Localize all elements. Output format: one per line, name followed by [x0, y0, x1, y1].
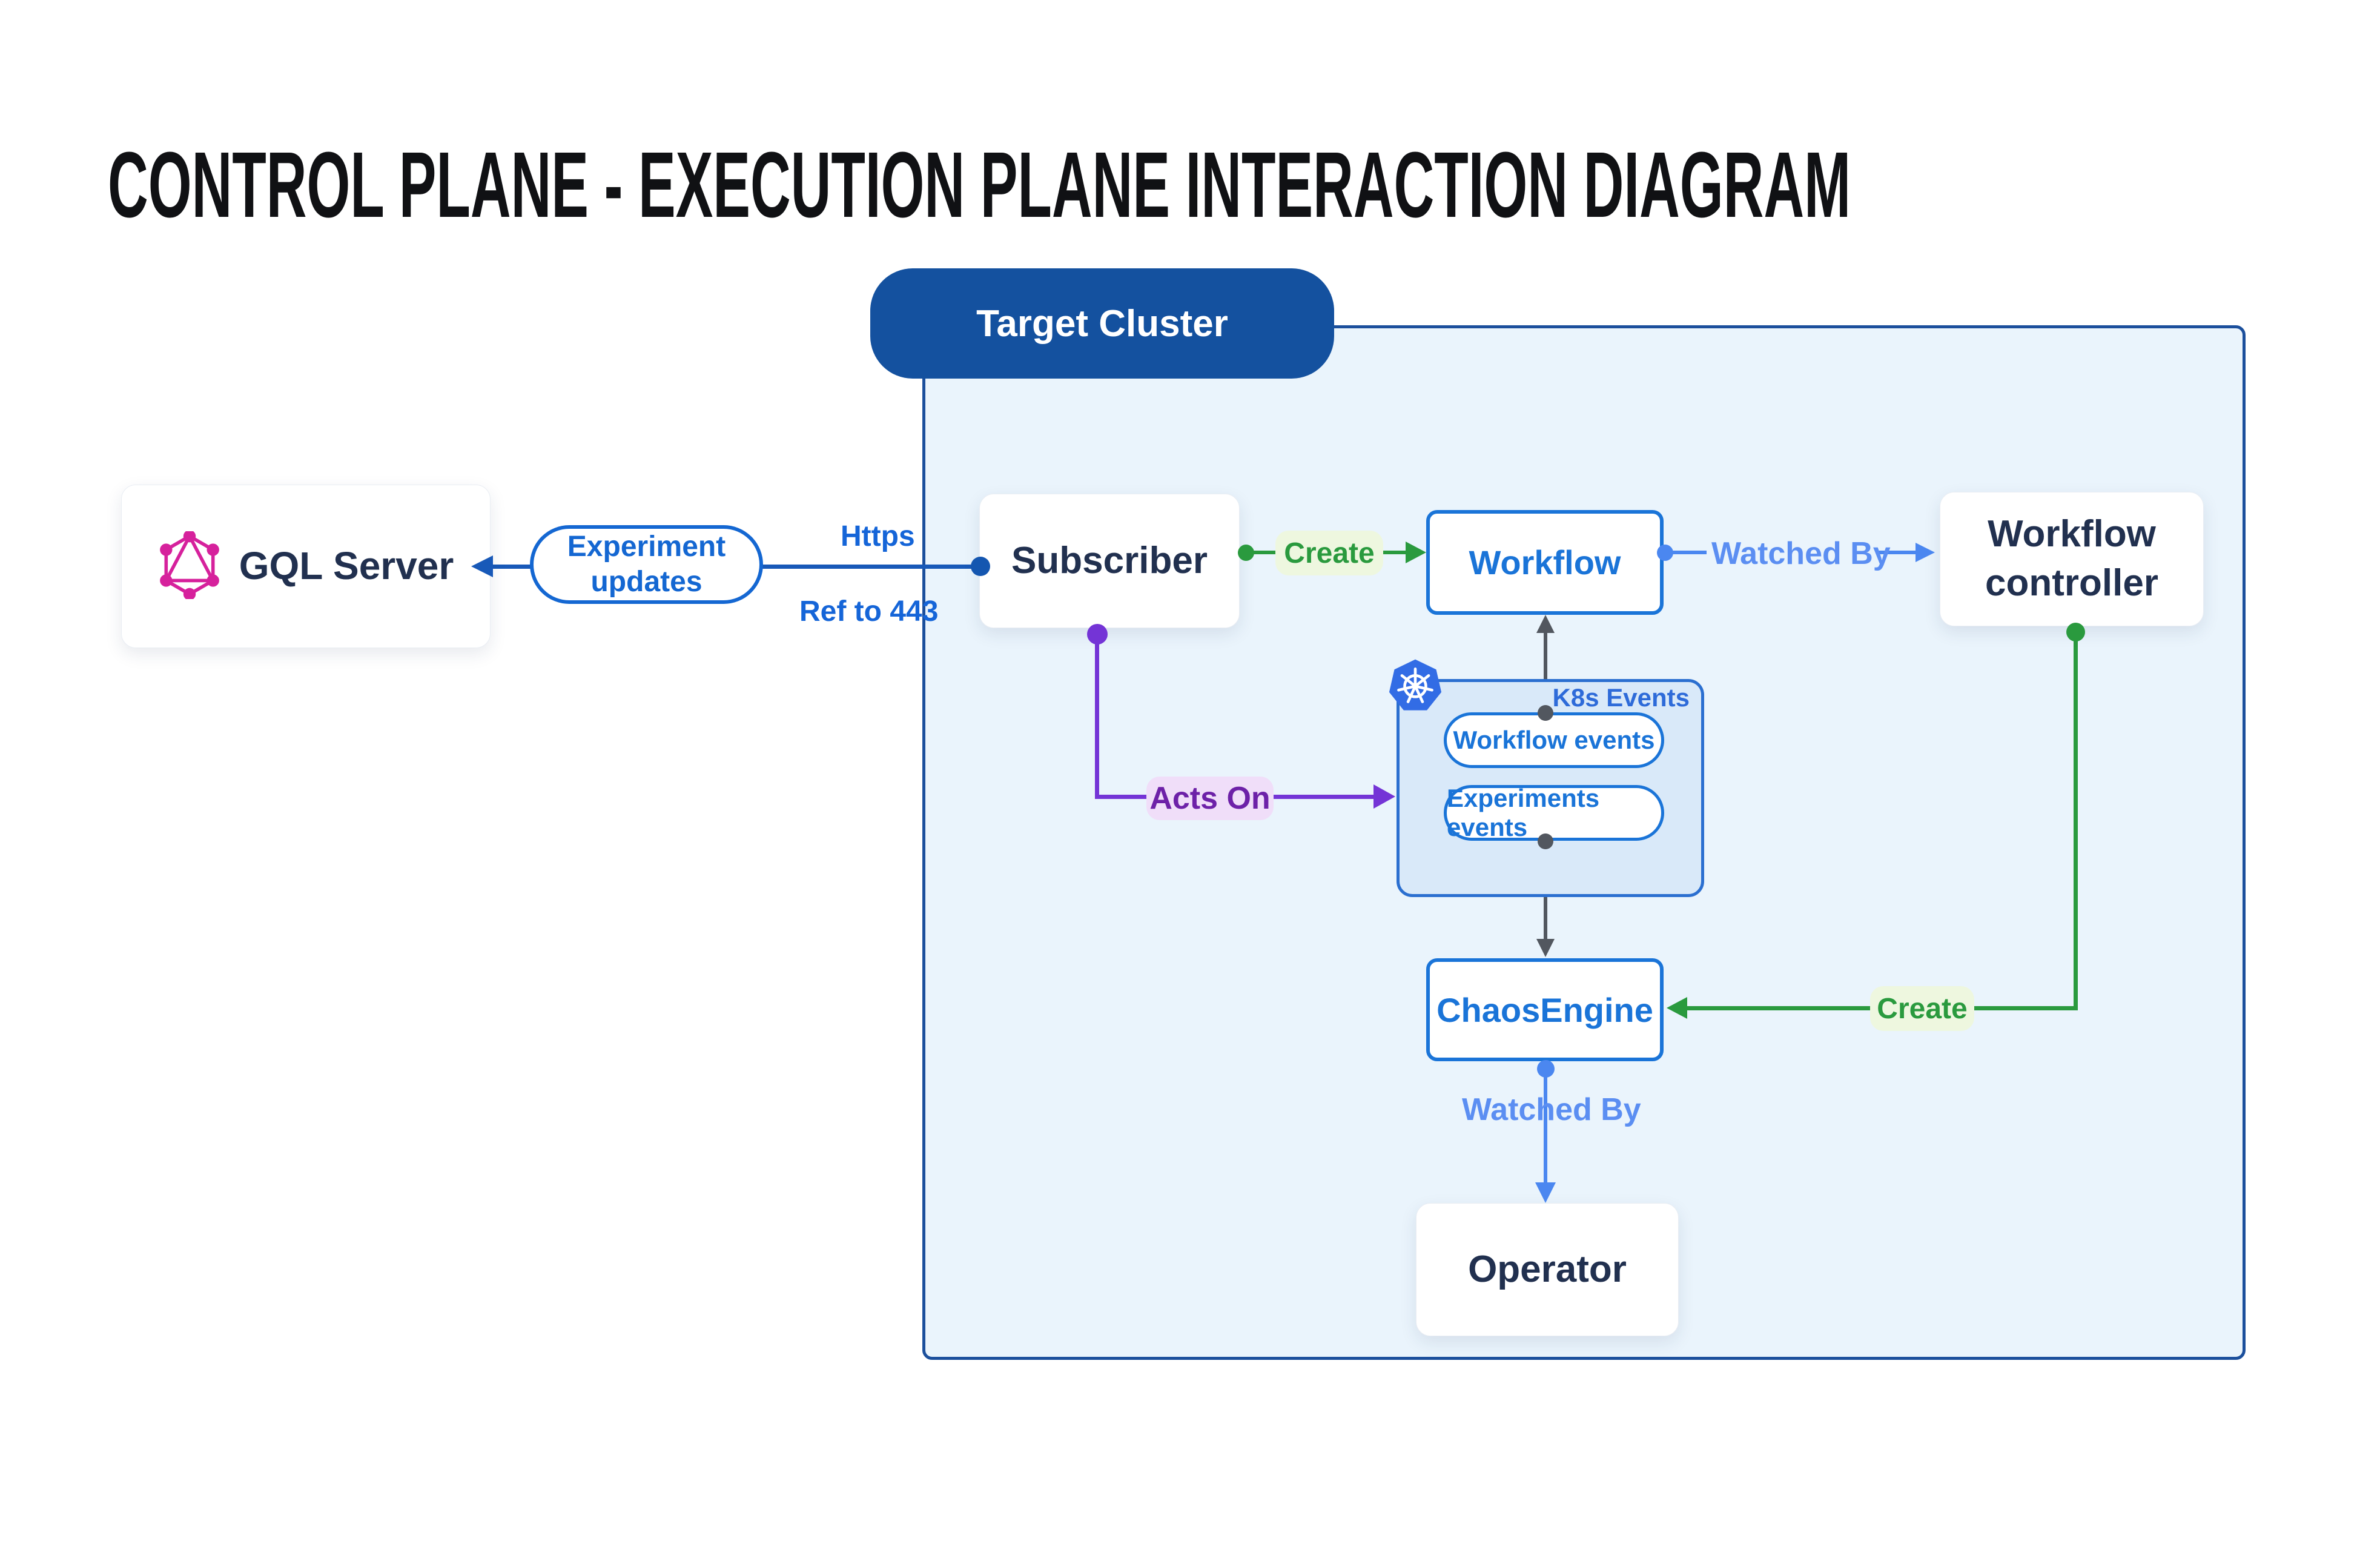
dot-create2-origin — [2066, 623, 2085, 641]
watchedby-operator-label: Watched By — [1462, 1092, 1641, 1127]
graphql-icon — [158, 529, 221, 602]
dot-experiments-events-bottom — [1538, 833, 1553, 849]
workflow-controller-line1: Workflow — [1988, 513, 2156, 555]
create-workflow-label: Create — [1275, 531, 1383, 575]
create-chaosengine-label: Create — [1870, 986, 1974, 1031]
ref-443-label: Ref to 443 — [799, 595, 939, 628]
arrow-to-gql-server — [471, 555, 493, 577]
target-cluster-label-pill: Target Cluster — [870, 268, 1334, 379]
edge-create2-line-vertical — [2074, 632, 2078, 1010]
arrow-to-workflow — [1406, 542, 1426, 563]
chaos-engine-label: ChaosEngine — [1436, 990, 1653, 1029]
arrow-up-to-workflow — [1536, 615, 1555, 633]
dot-https-origin — [971, 557, 990, 576]
arrow-to-k8s-events — [1373, 784, 1395, 809]
edge-watchedby-line-left — [1671, 551, 1707, 554]
dot-create-origin — [1238, 545, 1254, 561]
acts-on-label: Acts On — [1146, 777, 1274, 820]
kubernetes-icon — [1387, 657, 1444, 716]
experiment-updates-line2: updates — [590, 566, 702, 598]
experiments-events-pill: Experiments events — [1444, 784, 1664, 841]
https-label: Https — [841, 520, 915, 552]
dot-watchedby2-origin — [1537, 1060, 1555, 1078]
dot-workflow-events-top — [1538, 705, 1553, 721]
arrow-to-chaosengine — [1667, 997, 1687, 1019]
arrow-down-to-operator — [1535, 1182, 1556, 1203]
experiment-updates-line1: Experiment — [567, 531, 726, 563]
node-chaos-engine: ChaosEngine — [1426, 958, 1664, 1061]
workflow-label: Workflow — [1469, 543, 1621, 581]
watchedby-workflow-label: Watched By — [1711, 536, 1891, 571]
node-subscriber: Subscriber — [979, 494, 1240, 628]
workflow-events-label: Workflow events — [1453, 726, 1655, 754]
dot-watchedby-origin — [1657, 545, 1673, 561]
target-cluster-label: Target Cluster — [976, 302, 1228, 345]
k8s-events-label: K8s Events — [1552, 683, 1690, 712]
experiment-updates-label-oval: Experiment updates — [530, 525, 763, 604]
edge-watchedby2-line — [1544, 1069, 1547, 1184]
gql-server-label: GQL Server — [239, 544, 454, 588]
page-title: CONTROL PLANE - EXECUTION PLANE INTERACT… — [108, 133, 1851, 237]
node-workflow-controller: Workflow controller — [1940, 492, 2204, 626]
edge-actson-line-vertical — [1095, 634, 1099, 798]
node-gql-server: GQL Server — [121, 485, 491, 648]
edge-events-to-workflow-line — [1544, 630, 1547, 715]
experiments-events-label: Experiments events — [1447, 784, 1600, 841]
workflow-controller-line2: controller — [1985, 562, 2158, 604]
node-operator: Operator — [1416, 1203, 1679, 1336]
arrow-down-to-chaosengine — [1536, 939, 1555, 957]
dot-actson-origin — [1087, 624, 1108, 644]
workflow-events-pill: Workflow events — [1444, 712, 1664, 768]
operator-label: Operator — [1468, 1248, 1627, 1290]
edge-watchedby-line-right — [1879, 551, 1916, 554]
node-workflow: Workflow — [1426, 510, 1664, 615]
arrow-to-workflow-controller — [1916, 543, 1935, 562]
subscriber-label: Subscriber — [1011, 539, 1208, 581]
